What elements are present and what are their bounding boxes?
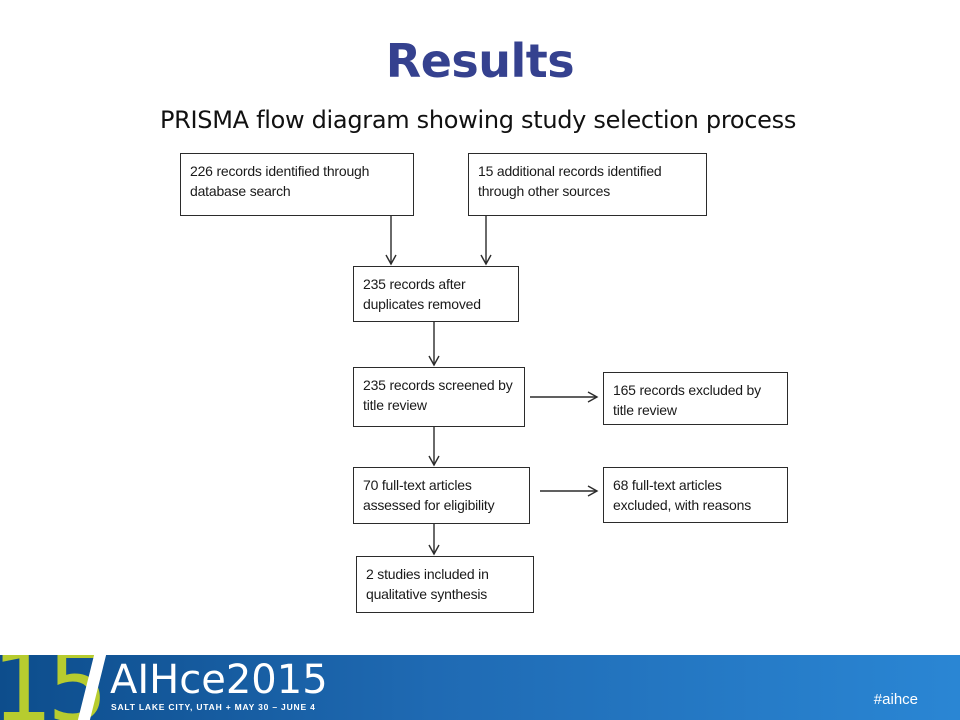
box-included: 2 studies included in qualitative synthe… (356, 556, 534, 613)
box-identified-database: 226 records identified through database … (180, 153, 414, 216)
slide-subtitle: PRISMA flow diagram showing study select… (159, 106, 797, 134)
box-screened: 235 records screened by title review (353, 367, 525, 427)
box-excluded-fulltext: 68 full-text articles excluded, with rea… (603, 467, 788, 523)
conference-brand: AIHce2015 (110, 657, 328, 703)
box-assessed: 70 full-text articles assessed for eligi… (353, 467, 530, 524)
box-identified-other: 15 additional records identified through… (468, 153, 707, 216)
conference-hashtag: #aihce (873, 691, 918, 708)
slide-title: Results (385, 34, 575, 88)
conference-location: SALT LAKE CITY, UTAH + MAY 30 – JUNE 4 (111, 702, 316, 712)
box-after-duplicates: 235 records after duplicates removed (353, 266, 519, 322)
box-excluded-title: 165 records excluded by title review (603, 372, 788, 425)
conference-banner: 15 AIHce2015 SALT LAKE CITY, UTAH + MAY … (0, 655, 960, 720)
